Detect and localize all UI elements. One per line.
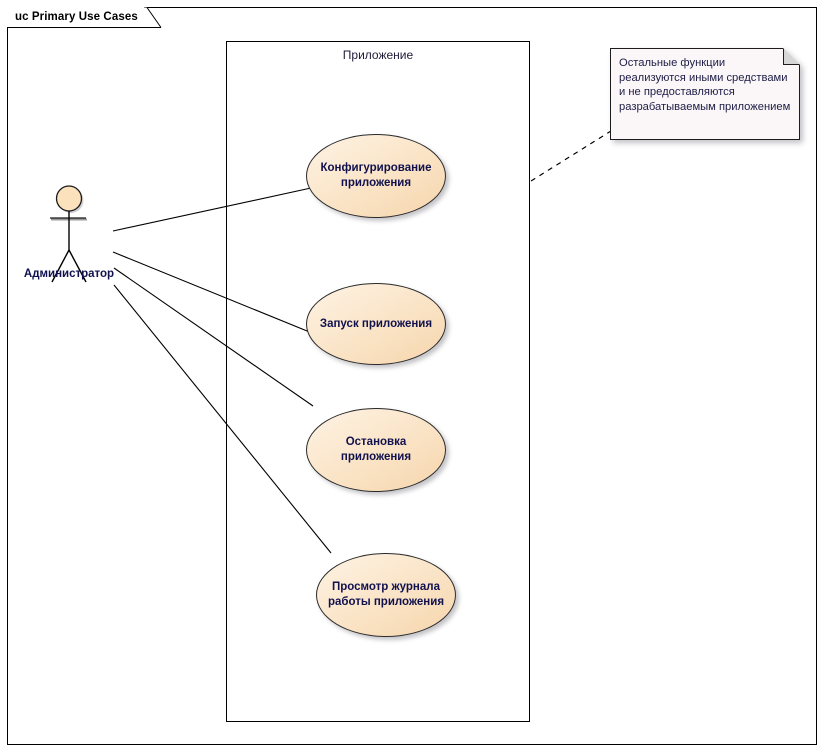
use-case-start[interactable]: Запуск приложения [306, 283, 446, 365]
note-body [610, 48, 800, 140]
note-box[interactable]: Остальные функции реализуются иными сред… [610, 48, 800, 140]
diagram-frame-tab: uc Primary Use Cases [7, 7, 144, 27]
use-case-label: Просмотр журнала работы приложения [327, 581, 445, 608]
actor-label-administrator: Администратор [23, 268, 115, 280]
diagram-title: uc Primary Use Cases [15, 11, 138, 23]
use-case-view-log[interactable]: Просмотр журнала работы приложения [316, 553, 456, 637]
note-text: Остальные функции реализуются иными сред… [619, 57, 791, 113]
system-boundary-label: Приложение [342, 48, 414, 62]
actor-leg-right [68, 249, 87, 283]
use-case-label: Остановка приложения [340, 436, 412, 463]
use-case-label: Запуск приложения [319, 317, 433, 330]
use-case-stop[interactable]: Остановка приложения [306, 408, 446, 492]
actor-leg-left [51, 249, 70, 283]
note-fold-corner-icon [783, 48, 800, 65]
actor-head-icon [55, 185, 83, 212]
use-case-configure[interactable]: Конфигурирование приложения [306, 134, 446, 218]
actor-administrator[interactable] [24, 182, 116, 292]
use-case-label: Конфигурирование приложения [320, 162, 432, 189]
